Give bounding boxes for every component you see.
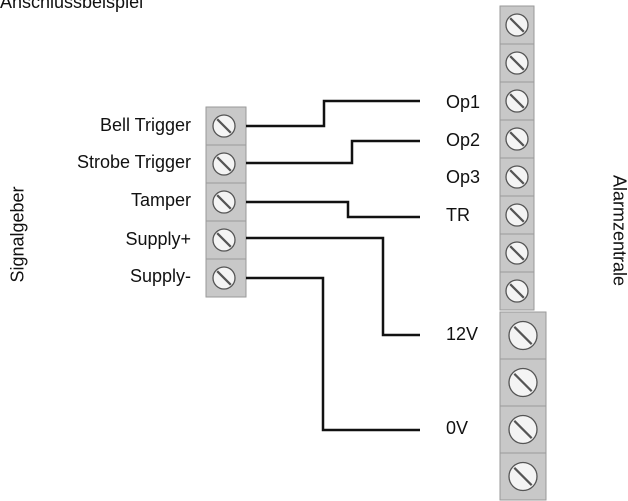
signalgeber-screw-icon-slot xyxy=(216,194,232,210)
signalgeber-label: Signalgeber xyxy=(7,186,28,283)
alarmzentrale-screw-icon-slot xyxy=(509,131,525,147)
terminal-label-tamper: Tamper xyxy=(130,190,191,210)
power-screw-icon-slot xyxy=(513,420,533,439)
alarmzentrale-screw-icon-slot xyxy=(509,93,525,109)
terminal-label-0v: 0V xyxy=(446,418,469,438)
alarmzentrale-screw-icon-slot xyxy=(509,169,525,185)
signalgeber-screw-icon-slot xyxy=(216,118,232,134)
signalgeber-screw-icon-slot xyxy=(216,232,232,248)
signalgeber-screw-icon-slot xyxy=(216,270,232,286)
power-screw-icon-slot xyxy=(513,467,533,486)
power-screw-icon-slot xyxy=(513,373,533,392)
terminal-label-supply-plus: Supply+ xyxy=(125,229,191,249)
alarmzentrale-screw-icon-slot xyxy=(509,207,525,223)
alarmzentrale-screw-icon-slot xyxy=(509,17,525,33)
terminal-label-op2: Op2 xyxy=(446,130,481,150)
terminal-label-12v: 12V xyxy=(446,324,479,344)
wire-supply-plus-12v xyxy=(246,236,420,337)
wire-supply-minus-0v xyxy=(246,276,420,432)
diagram-title: Anschlussbeispiel xyxy=(0,0,144,12)
power-screw-icon-slot xyxy=(513,326,533,345)
signalgeber-screw-icon-slot xyxy=(216,156,232,172)
alarmzentrale-screw-icon-slot xyxy=(509,283,525,299)
terminal-label-strobe-trigger: Strobe Trigger xyxy=(76,152,191,172)
terminal-label-op1: Op1 xyxy=(446,92,481,112)
terminal-label-supply-minus: Supply- xyxy=(129,266,191,286)
terminal-label-tr: TR xyxy=(446,205,470,225)
wire-bell-trigger-op1 xyxy=(246,99,420,128)
terminal-label-op3: Op3 xyxy=(446,167,481,187)
terminal-label-bell-trigger: Bell Trigger xyxy=(99,115,191,135)
alarmzentrale-screw-icon-slot xyxy=(509,245,525,261)
wire-strobe-trigger-op2 xyxy=(246,139,420,165)
wire-tamper-tr xyxy=(246,200,420,219)
alarmzentrale-label: Alarmzentrale xyxy=(609,174,628,287)
alarmzentrale-screw-icon-slot xyxy=(509,55,525,71)
